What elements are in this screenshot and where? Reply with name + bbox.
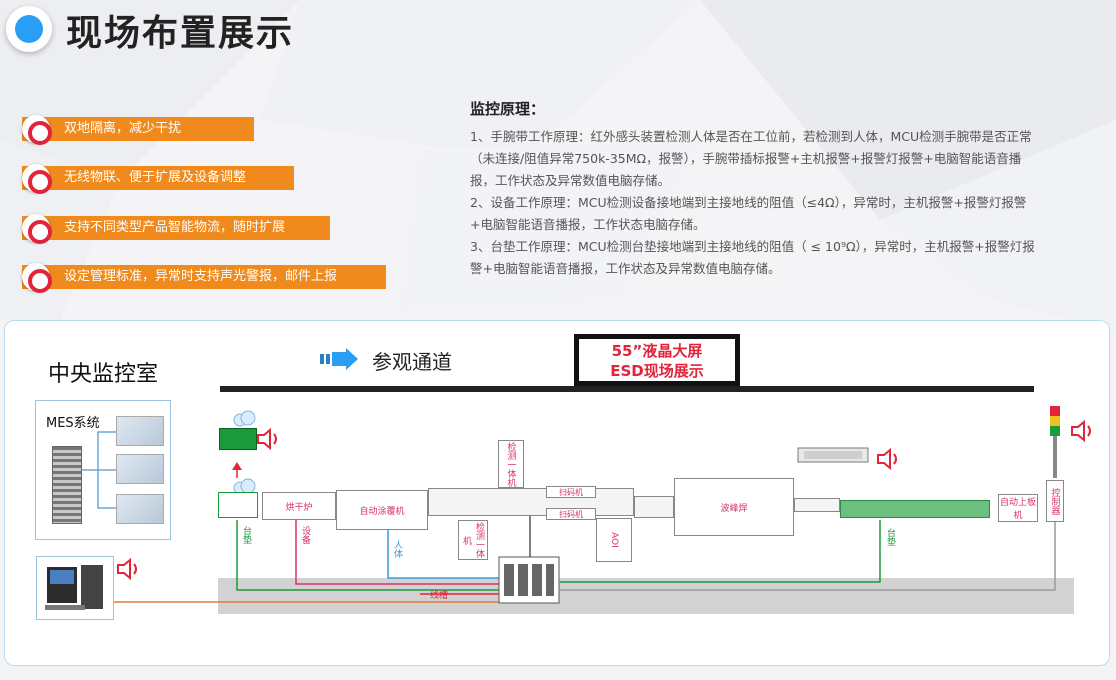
feature-item: 双地隔离，减少干扰 (22, 115, 254, 145)
green-workbench (840, 500, 990, 518)
principle-item-device: 2、设备工作原理：MCU检测设备接地端到主接地线的阻值（≤4Ω），异常时，主机报… (470, 195, 1027, 232)
title-bullet-icon (6, 6, 52, 52)
aoi-machine: AOI (596, 518, 632, 562)
ring-bullet-icon (22, 263, 52, 293)
coater-machine: 自动涂覆机 (336, 490, 428, 530)
feature-text: 支持不同类型产品智能物流，随时扩展 (64, 220, 286, 235)
workbench (218, 492, 258, 518)
monitoring-computer (36, 556, 114, 620)
server-rack-icon (52, 446, 82, 524)
monitor-host-icon (498, 556, 560, 604)
signal-tower-icon (1050, 406, 1060, 478)
human-label: 人体 (392, 540, 402, 558)
screen-line-2: ESD现场展示 (610, 362, 704, 380)
oven-unit-icon (797, 447, 869, 463)
principle-item-mat: 3、台垫工作原理：MCU检测台垫接地端到主接地线的阻值（ ≤ 10⁹Ω），异常时… (470, 239, 1035, 276)
ring-bullet-icon (22, 214, 52, 244)
feature-text: 双地隔离，减少干扰 (64, 121, 182, 136)
feature-item: 支持不同类型产品智能物流，随时扩展 (22, 214, 330, 244)
conveyor-link (794, 498, 840, 512)
ring-bullet-icon (22, 115, 52, 145)
inspect-machine-bottom: 检测一体机 (458, 520, 488, 560)
conveyor-link (634, 496, 674, 518)
principle-item-wristband: 1、手腕带工作原理：红外感头装置检测人体是否在工位前，若检测到人体，MCU检测手… (470, 129, 1032, 188)
workstation-image (116, 416, 164, 446)
feature-item: 设定管理标准，异常时支持声光警报，邮件上报 (22, 263, 386, 293)
device-label: 设备 (300, 526, 310, 544)
mat-label-1: 台垫 (241, 526, 251, 544)
wave-solder-machine: 波峰焊 (674, 478, 794, 536)
cloud-icon (233, 478, 256, 495)
feature-item: 无线物联、便于扩展及设备调整 (22, 164, 294, 194)
auto-loader-machine: 自动上板机 (998, 494, 1038, 522)
feature-text: 设定管理标准，异常时支持声光警报，邮件上报 (64, 269, 338, 284)
scanner-2: 扫码机 (546, 508, 596, 520)
scanner-1: 扫码机 (546, 486, 596, 498)
conveyor (428, 488, 634, 516)
central-room-label: 中央监控室 (48, 362, 159, 387)
visit-channel-label: 参观通道 (372, 350, 452, 374)
large-screen-box: 55”液晶大屏 ESD现场展示 (574, 334, 740, 386)
arrow-right-icon (320, 348, 358, 370)
inspect-machine-top: 检测一体机 (498, 440, 524, 488)
mat-label-2: 台垫 (885, 528, 895, 546)
mes-label: MES系统 (46, 416, 100, 431)
screen-line-1: 55”液晶大屏 (611, 342, 703, 360)
alarm-station (219, 428, 257, 450)
mes-connectors (82, 431, 116, 509)
page-title: 现场布置展示 (66, 13, 295, 54)
principle-title: 监控原理： (470, 100, 546, 118)
workstation-image (116, 494, 164, 524)
oven-machine: 烘干炉 (262, 492, 336, 520)
desktop-computer-icon (45, 565, 103, 610)
speaker-alarm-icon (257, 428, 277, 450)
speaker-alarm-icon (1071, 420, 1091, 442)
workstation-image (116, 454, 164, 484)
speaker-alarm-icon (117, 558, 137, 580)
speaker-alarm-icon (877, 448, 897, 470)
cloud-icon (233, 410, 256, 427)
controller-box: 控制器 (1046, 480, 1064, 522)
feature-text: 无线物联、便于扩展及设备调整 (64, 170, 247, 185)
corridor-line (220, 386, 1034, 392)
ring-bullet-icon (22, 164, 52, 194)
trunk-label: 线槽 (430, 591, 449, 601)
